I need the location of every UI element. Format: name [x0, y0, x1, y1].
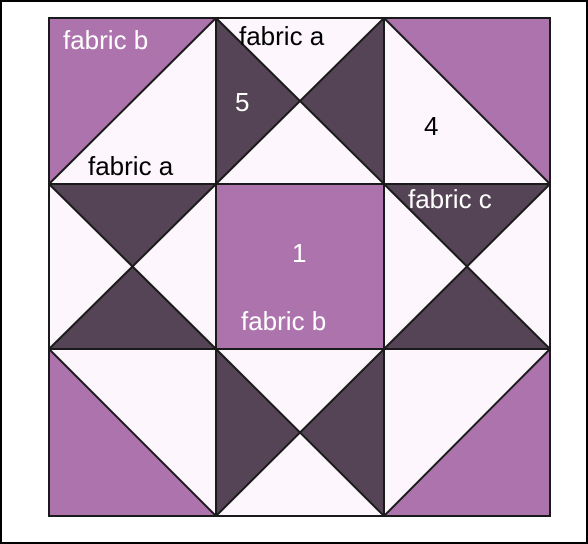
label-top-middle-fabric-a: fabric a [239, 23, 324, 49]
label-right-fabric-c: fabric c [408, 186, 492, 212]
label-patch-5: 5 [235, 89, 249, 115]
label-center-fabric-b: fabric b [241, 308, 326, 334]
label-top-left-fabric-a: fabric a [88, 153, 173, 179]
label-patch-4: 4 [424, 113, 438, 139]
label-top-left-fabric-b: fabric b [63, 27, 148, 53]
label-center-1: 1 [292, 240, 306, 266]
